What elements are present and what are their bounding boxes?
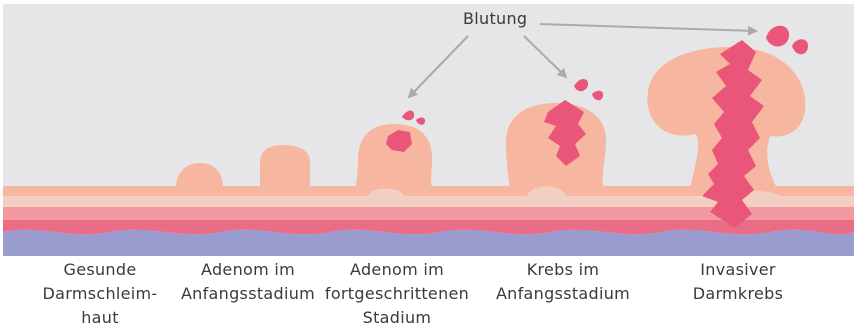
bleeding-callout-label: Blutung bbox=[463, 9, 527, 28]
stage-label-adenoma-advanced: Adenom im fortgeschrittenen Stadium bbox=[312, 258, 482, 330]
stage-label-cancer-invasive: Invasiver Darmkrebs bbox=[653, 258, 823, 306]
stage-label-cancer-early: Krebs im Anfangsstadium bbox=[478, 258, 648, 306]
stage-label-healthy: Gesunde Darmschleim- haut bbox=[15, 258, 185, 330]
stage-label-adenoma-early: Adenom im Anfangsstadium bbox=[163, 258, 333, 306]
adenoma-early bbox=[260, 145, 310, 188]
